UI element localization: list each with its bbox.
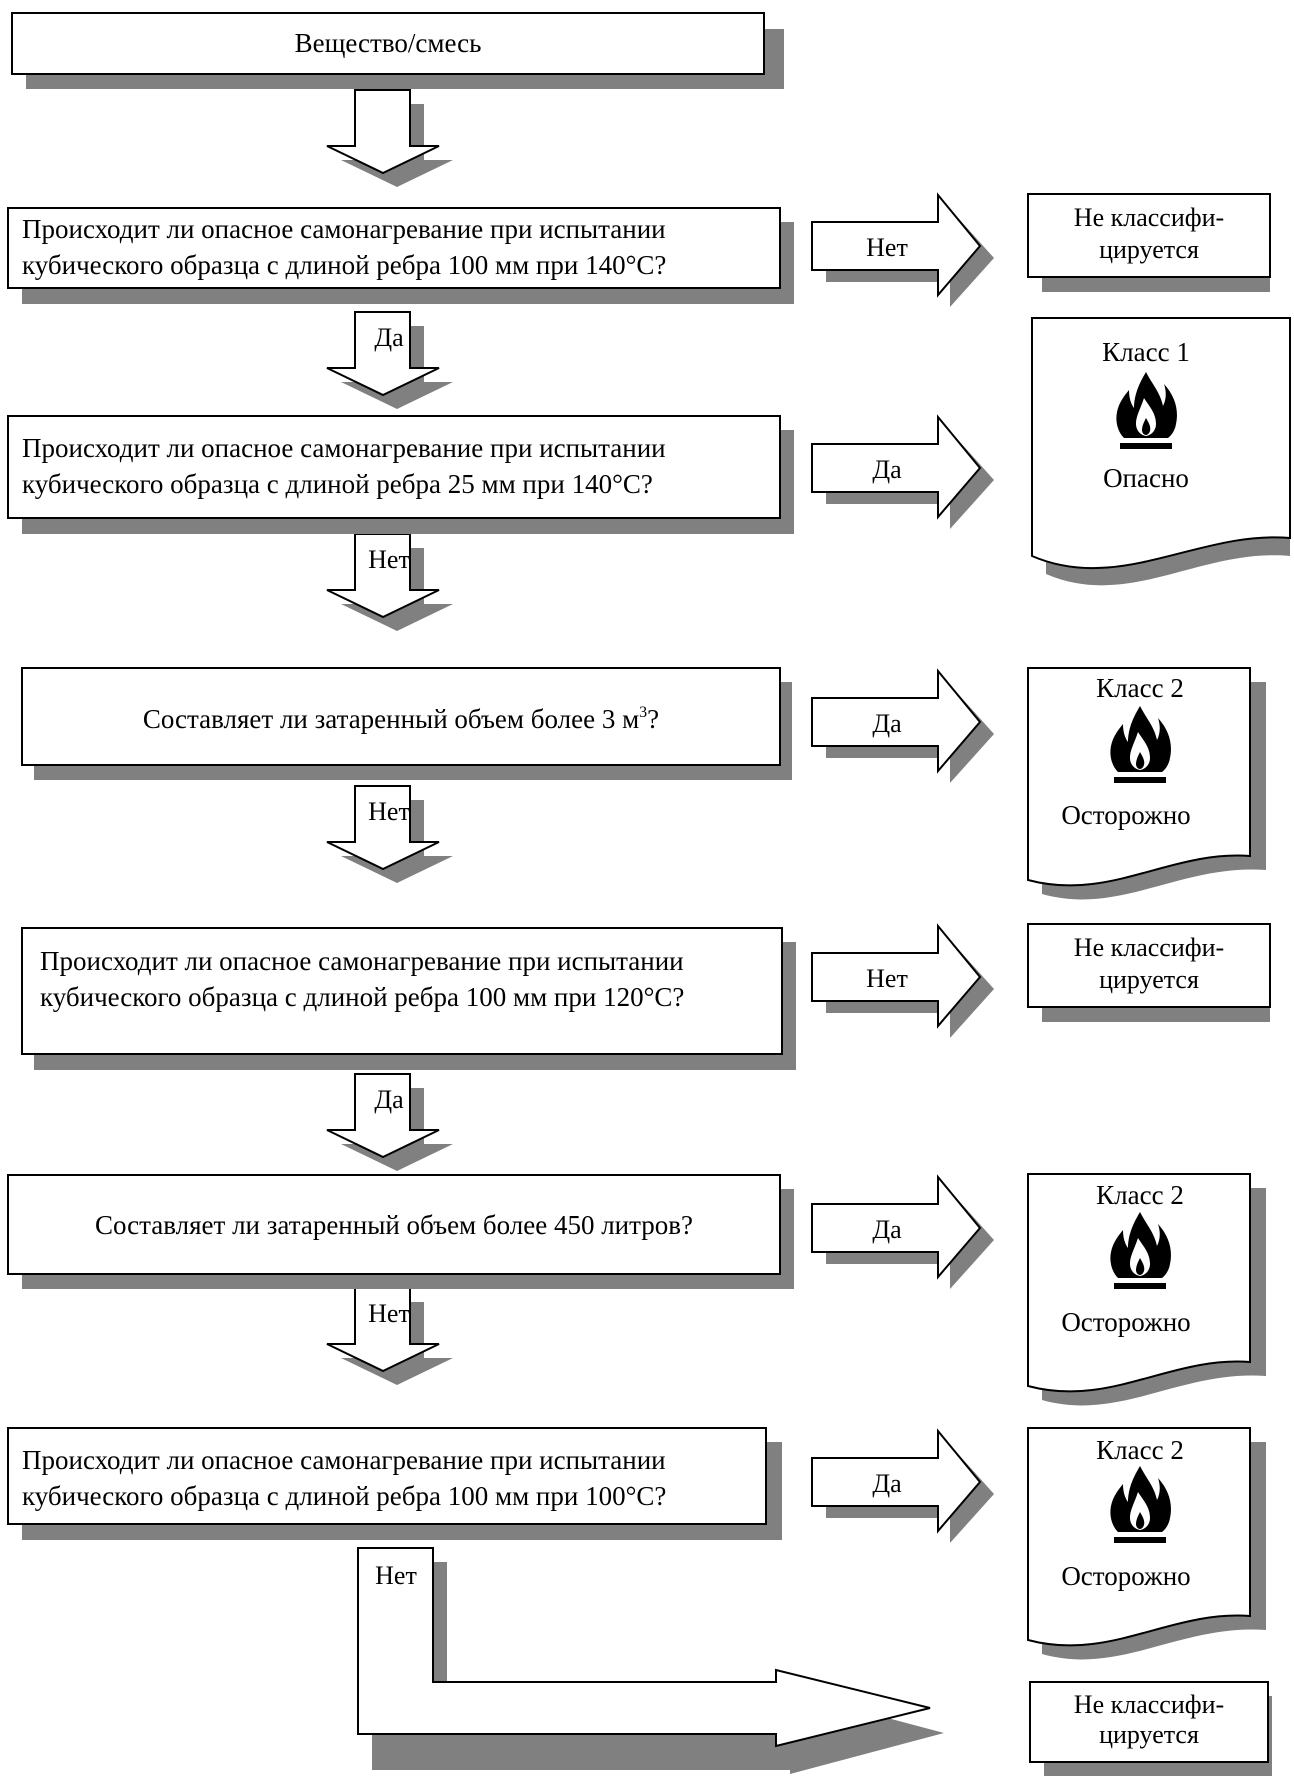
question-2-line-1: Происходит ли опасное самонагревание при…: [22, 433, 666, 463]
class-1-title: Класс 1: [1102, 337, 1190, 367]
question-2-line-2: кубического образца с длиной ребра 25 мм…: [22, 469, 653, 499]
question-3-text: Составляет ли затаренный объем более 3 м…: [143, 704, 659, 734]
down-label-3: Нет: [368, 797, 410, 826]
class-2-a-title: Класс 2: [1096, 673, 1184, 703]
result-class-1: Класс 1 Опасно: [1031, 317, 1291, 586]
down-label-4: Да: [374, 1085, 404, 1114]
down-arrow-2: Нет: [326, 533, 453, 631]
side-label-1: Нет: [866, 233, 908, 262]
question-box-3: Составляет ли затаренный объем более 3 м…: [21, 667, 792, 780]
down-arrow-0: [326, 89, 453, 187]
not-classified-3-line-1: Не классифи-: [1074, 1690, 1224, 1719]
question-6-line-1: Происходит ли опасное самонагревание при…: [22, 1445, 666, 1475]
question-4-line-2: кубического образца с длиной ребра 100 м…: [40, 982, 684, 1012]
question-6-line-2: кубического образца с длиной ребра 100 м…: [22, 1481, 666, 1511]
side-label-5: Да: [872, 1215, 902, 1244]
class-2-c-signal: Осторожно: [1061, 1561, 1190, 1591]
side-arrow-1: Нет: [811, 192, 994, 307]
question-5-line-1: Составляет ли затаренный объем более 450…: [95, 1210, 693, 1240]
not-classified-1-line-1: Не классифи-: [1074, 203, 1224, 232]
side-arrow-4: Нет: [811, 923, 994, 1038]
down-label-2: Нет: [368, 545, 410, 574]
final-no-arrow: Нет: [357, 1547, 944, 1774]
question-4-line-1: Происходит ли опасное самонагревание при…: [40, 946, 684, 976]
down-arrow-4: Да: [326, 1073, 453, 1171]
down-label-5: Нет: [368, 1299, 410, 1328]
question-box-1: Происходит ли опасное самонагревание при…: [7, 207, 794, 304]
class-2-c-title: Класс 2: [1096, 1435, 1184, 1465]
question-1-line-1: Происходит ли опасное самонагревание при…: [22, 214, 666, 244]
result-not-classified-2: Не классифи- цируется: [1027, 923, 1271, 1022]
question-box-4: Происходит ли опасное самонагревание при…: [21, 927, 796, 1070]
down-arrow-5: Нет: [326, 1287, 453, 1385]
start-box: Вещество/смесь: [11, 12, 784, 89]
not-classified-3-line-2: цируется: [1099, 1720, 1199, 1749]
start-label: Вещество/смесь: [295, 28, 482, 58]
side-label-3: Да: [872, 709, 902, 738]
side-label-4: Нет: [866, 964, 908, 993]
not-classified-2-line-1: Не классифи-: [1074, 933, 1224, 962]
side-label-2: Да: [872, 455, 902, 484]
down-arrow-3: Нет: [326, 785, 453, 883]
question-1-line-2: кубического образца с длиной ребра 100 м…: [22, 250, 666, 280]
result-not-classified-1: Не классифи- цируется: [1027, 193, 1271, 292]
class-1-signal: Опасно: [1103, 463, 1189, 493]
down-arrow-1: Да: [326, 311, 453, 409]
side-label-6: Да: [872, 1469, 902, 1498]
side-arrow-3: Да: [811, 668, 994, 783]
result-not-classified-3: Не классифи- цируется: [1029, 1681, 1272, 1776]
not-classified-1-line-2: цируется: [1099, 235, 1199, 264]
result-class-2-a: Класс 2 Осторожно: [1027, 667, 1266, 900]
class-2-a-signal: Осторожно: [1061, 800, 1190, 830]
side-arrow-6: Да: [811, 1428, 994, 1543]
question-box-5: Составляет ли затаренный объем более 450…: [7, 1174, 794, 1289]
not-classified-2-line-2: цируется: [1099, 965, 1199, 994]
class-2-b-title: Класс 2: [1096, 1180, 1184, 1210]
down-label-1: Да: [374, 323, 404, 352]
result-class-2-c: Класс 2 Осторожно: [1027, 1427, 1266, 1660]
side-arrow-2: Да: [811, 414, 994, 529]
side-arrow-5: Да: [811, 1174, 994, 1289]
question-box-2: Происходит ли опасное самонагревание при…: [7, 415, 794, 534]
class-2-b-signal: Осторожно: [1061, 1307, 1190, 1337]
result-class-2-b: Класс 2 Осторожно: [1027, 1173, 1266, 1406]
down-label-6: Нет: [375, 1561, 417, 1590]
question-box-6: Происходит ли опасное самонагревание при…: [7, 1427, 782, 1540]
